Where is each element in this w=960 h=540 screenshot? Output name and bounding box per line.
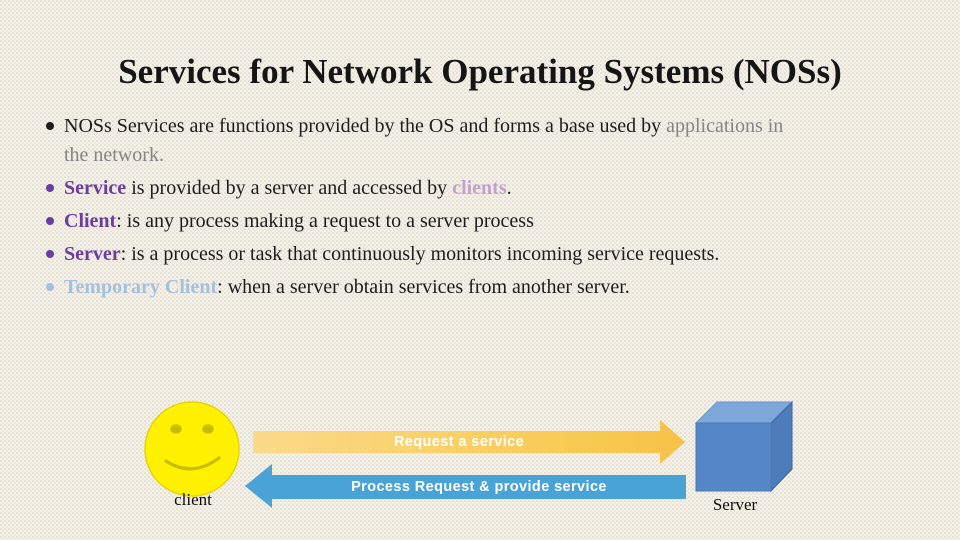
client-smiley-icon	[144, 401, 240, 497]
bullet-dot	[46, 283, 54, 291]
bullet-dot	[46, 184, 54, 192]
client-caption: client	[174, 490, 212, 509]
slide-title: Services for Network Operating Systems (…	[118, 52, 842, 91]
bullet-dot	[46, 122, 54, 130]
bullet-text-segment: Client	[64, 210, 117, 232]
request-arrow-label: Request a service	[393, 434, 525, 450]
bullet-text-segment: : is any process making a request to a s…	[116, 210, 534, 232]
response-arrow-label: Process Request & provide service	[351, 479, 607, 495]
request-arrow	[253, 420, 685, 464]
bullet-text-segment: clients	[452, 177, 507, 199]
bullet-list: NOSs Services are functions provided by …	[41, 112, 953, 306]
bullet-text-segment: the network.	[64, 144, 164, 166]
bullet-text-segment: is provided by a server and accessed by	[126, 177, 453, 199]
bullet-text-segment: Temporary Client	[64, 276, 218, 298]
bullet-text-segment: .	[506, 177, 512, 199]
server-cube-icon	[694, 400, 794, 493]
server-caption: Server	[712, 495, 758, 514]
bullet-text-segment: applications in	[666, 115, 784, 137]
bullet-dot	[46, 217, 54, 225]
bullet-text-segment: Server	[64, 243, 121, 265]
bullet-text-segment: Service	[64, 177, 127, 199]
bullet-text-segment: : when a server obtain services from ano…	[217, 276, 630, 298]
bullet-text-segment: : is a process or task that continuously…	[120, 243, 720, 265]
response-arrow	[245, 464, 686, 508]
bullet-item-temporary-client: Temporary Client: when a server obtain s…	[41, 273, 953, 302]
bullet-dot	[46, 250, 54, 258]
bullet-item-service: Service is provided by a server and acce…	[41, 174, 953, 203]
bullet-text-segment: NOSs Services are functions provided by …	[64, 115, 667, 137]
bullet-item-server: Server: is a process or task that contin…	[41, 240, 953, 269]
bullet-item-nos-services: NOSs Services are functions provided by …	[41, 112, 953, 170]
bullet-item-client: Client: is any process making a request …	[41, 207, 953, 236]
